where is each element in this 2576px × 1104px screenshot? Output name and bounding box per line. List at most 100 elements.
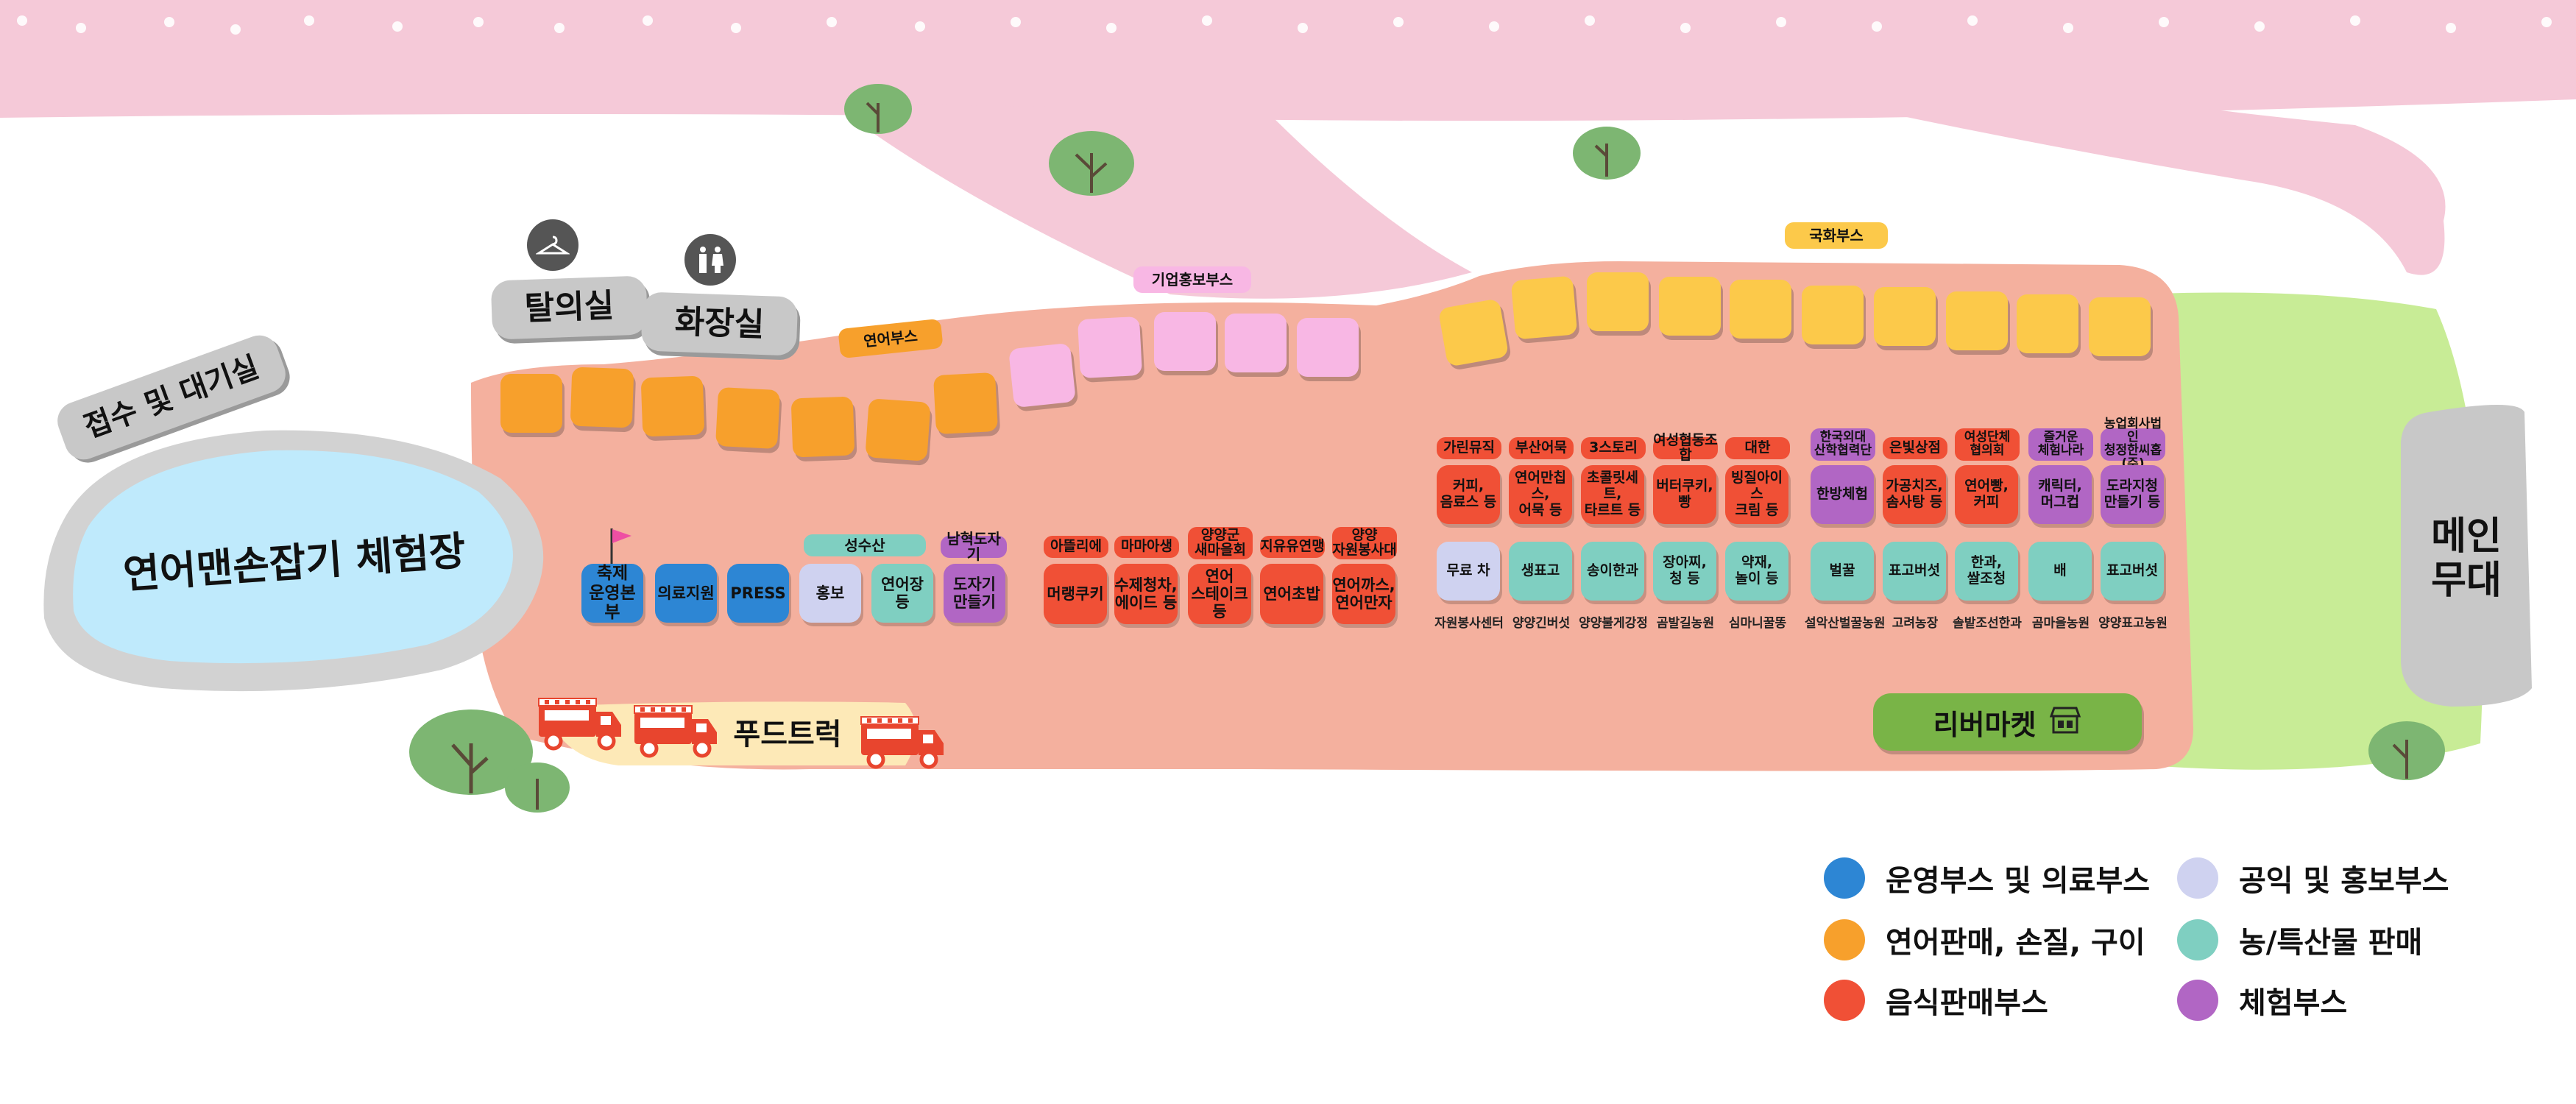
main-stage bbox=[2401, 405, 2532, 707]
right-top-booth[interactable]: 가공치즈, 솜사탕 등 bbox=[1883, 465, 1946, 524]
tree-icon bbox=[1573, 127, 1641, 180]
booth-pottery[interactable]: 도자기 만들기 bbox=[944, 564, 1005, 623]
food-booth[interactable]: 머랭쿠키 bbox=[1044, 564, 1107, 624]
company-pr-booth-tile[interactable] bbox=[1077, 316, 1143, 379]
right-bottom-org: 양양긴버섯 bbox=[1512, 616, 1571, 631]
flower-booth-tile[interactable] bbox=[1802, 286, 1864, 344]
right-top-booth[interactable]: 커피, 음료스 등 bbox=[1437, 465, 1500, 524]
salmon-booth-tile[interactable] bbox=[715, 386, 781, 450]
river-band bbox=[0, 0, 2576, 121]
right-bottom-booth[interactable]: 약재, 놀이 등 bbox=[1725, 542, 1788, 601]
right-bottom-org: 곰마을농원 bbox=[2031, 616, 2090, 631]
right-top-header: 한국외대 산학협력단 bbox=[1811, 428, 1875, 461]
booth-promo[interactable]: 홍보 bbox=[799, 564, 861, 623]
right-bottom-booth[interactable]: 송이한과 bbox=[1581, 542, 1644, 601]
booth-press[interactable]: PRESS bbox=[727, 564, 789, 623]
right-top-header: 농업회사법인 청정한씨홉(주) bbox=[2101, 417, 2165, 470]
river-branch-left bbox=[832, 103, 1472, 299]
legend-swatch bbox=[2177, 857, 2218, 899]
right-top-header: 가린뮤직 bbox=[1437, 437, 1501, 459]
flower-booth-tile[interactable] bbox=[1730, 280, 1791, 339]
right-top-booth[interactable]: 연어빵, 커피 bbox=[1955, 465, 2018, 524]
legend-item: 체험부스 bbox=[2177, 979, 2347, 1022]
flower-booth-tile[interactable] bbox=[1437, 298, 1510, 367]
river-dots bbox=[17, 15, 2552, 35]
flower-booth-tile[interactable] bbox=[1587, 272, 1649, 331]
salmon-booth-tile[interactable] bbox=[570, 367, 634, 428]
right-bottom-booth[interactable]: 무료 차 bbox=[1437, 542, 1500, 601]
food-booth[interactable]: 연어 스테이크 등 bbox=[1188, 564, 1251, 624]
legend-item: 공익 및 홍보부스 bbox=[2177, 857, 2449, 899]
booth-operation-hq[interactable]: 축제 운영본부 bbox=[581, 564, 643, 623]
legend-item: 농/특산물 판매 bbox=[2177, 919, 2422, 961]
right-top-booth[interactable]: 연어만칩스, 어묵 등 bbox=[1509, 465, 1572, 524]
right-bottom-org: 설악산벌꿀농원 bbox=[1805, 616, 1886, 631]
legend-swatch bbox=[2177, 980, 2218, 1021]
flower-booth-tile[interactable] bbox=[2017, 294, 2078, 353]
right-top-booth[interactable]: 빙질아이스 크림 등 bbox=[1725, 465, 1788, 524]
right-top-booth[interactable]: 초콜릿세트, 타르트 등 bbox=[1581, 465, 1644, 524]
company-pr-booth-tile[interactable] bbox=[1008, 342, 1076, 408]
right-bottom-booth[interactable]: 표고버섯 bbox=[1883, 542, 1946, 601]
right-top-header: 대한 bbox=[1725, 437, 1790, 459]
flower-booth-tile[interactable] bbox=[1874, 287, 1936, 346]
cloakroom-label: 탈의실 bbox=[490, 275, 648, 340]
company-pr-booth-tile[interactable] bbox=[1297, 318, 1359, 377]
right-top-booth[interactable]: 도라지청 만들기 등 bbox=[2101, 465, 2164, 524]
tree-icon bbox=[2368, 721, 2445, 780]
right-top-header: 즐거운 체험나라 bbox=[2028, 428, 2093, 461]
tree-icon bbox=[844, 84, 912, 134]
right-top-header: 여성단체 협의회 bbox=[1955, 428, 2020, 461]
restroom-icon bbox=[684, 234, 736, 286]
salmon-booth-tile[interactable] bbox=[933, 372, 999, 435]
right-bottom-booth[interactable]: 벌꿀 bbox=[1811, 542, 1874, 601]
right-top-header: 부산어묵 bbox=[1509, 437, 1574, 459]
right-bottom-org: 심마니꿀똥 bbox=[1728, 616, 1787, 631]
tree-icon bbox=[1049, 131, 1134, 196]
company-pr-booth-tile[interactable] bbox=[1154, 312, 1216, 371]
right-bottom-booth[interactable]: 배 bbox=[2028, 542, 2092, 601]
right-bottom-booth[interactable]: 장아찌, 청 등 bbox=[1653, 542, 1716, 601]
river-branch-right bbox=[1840, 103, 2446, 275]
right-bottom-org: 고려농장 bbox=[1892, 616, 1939, 631]
company-pr-tag: 기업홍보부스 bbox=[1133, 266, 1251, 293]
pond-water bbox=[73, 450, 513, 664]
salmon-booth-tile[interactable] bbox=[640, 375, 705, 437]
venue-area bbox=[471, 261, 2193, 771]
flower-booth-tile[interactable] bbox=[1510, 275, 1578, 340]
food-booth[interactable]: 연어까스, 연어만자 bbox=[1332, 564, 1395, 624]
company-pr-booth-tile[interactable] bbox=[1225, 314, 1287, 372]
legend-swatch bbox=[1824, 919, 1865, 960]
right-top-header: 여성협동조합 bbox=[1653, 432, 1718, 463]
food-booth-header: 양양 자원봉사대 bbox=[1332, 527, 1397, 559]
right-bottom-booth[interactable]: 생표고 bbox=[1509, 542, 1572, 601]
river-market-label: 리버마켓 bbox=[1933, 708, 2037, 741]
food-truck-icon bbox=[858, 714, 946, 774]
salmon-booth-tile[interactable] bbox=[500, 374, 562, 433]
right-top-header: 은빛상점 bbox=[1883, 437, 1947, 459]
flower-booth-tile[interactable] bbox=[1659, 277, 1721, 336]
flower-booth-tile[interactable] bbox=[2089, 297, 2151, 356]
right-top-booth[interactable]: 한방체험 bbox=[1811, 465, 1874, 524]
flower-booth-tile[interactable] bbox=[1946, 291, 2008, 350]
legend-swatch bbox=[1824, 857, 1865, 899]
right-bottom-booth[interactable]: 한과, 쌀조청 bbox=[1955, 542, 2018, 601]
legend-label: 음식판매부스 bbox=[1886, 986, 2048, 1020]
booth-salmon-sauce[interactable]: 연어장 등 bbox=[871, 564, 933, 623]
right-bottom-org: 양양불게강정 bbox=[1579, 616, 1648, 631]
right-top-booth[interactable]: 캐릭터, 머그컵 bbox=[2028, 465, 2092, 524]
legend-label: 연어판매, 손질, 구이 bbox=[1886, 926, 2145, 960]
river-market-area[interactable]: 리버마켓 bbox=[1873, 693, 2142, 751]
food-booth-header: 양양군 새마을회 bbox=[1188, 527, 1253, 559]
right-top-booth[interactable]: 버터쿠키, 빵 bbox=[1653, 465, 1716, 524]
left-header-2: 남혁도자기 bbox=[941, 531, 1007, 562]
right-bottom-booth[interactable]: 표고버섯 bbox=[2101, 542, 2164, 601]
food-booth[interactable]: 수제청차, 에이드 등 bbox=[1114, 564, 1178, 624]
food-booth-header: 아뜰리에 bbox=[1044, 536, 1108, 558]
food-truck-label: 푸드트럭 bbox=[733, 718, 842, 751]
salmon-booth-tile[interactable] bbox=[865, 398, 931, 461]
flower-booth-tag: 국화부스 bbox=[1785, 222, 1888, 249]
food-booth[interactable]: 연어초밥 bbox=[1260, 564, 1323, 624]
booth-medical[interactable]: 의료지원 bbox=[655, 564, 717, 623]
salmon-booth-tile[interactable] bbox=[790, 396, 855, 458]
